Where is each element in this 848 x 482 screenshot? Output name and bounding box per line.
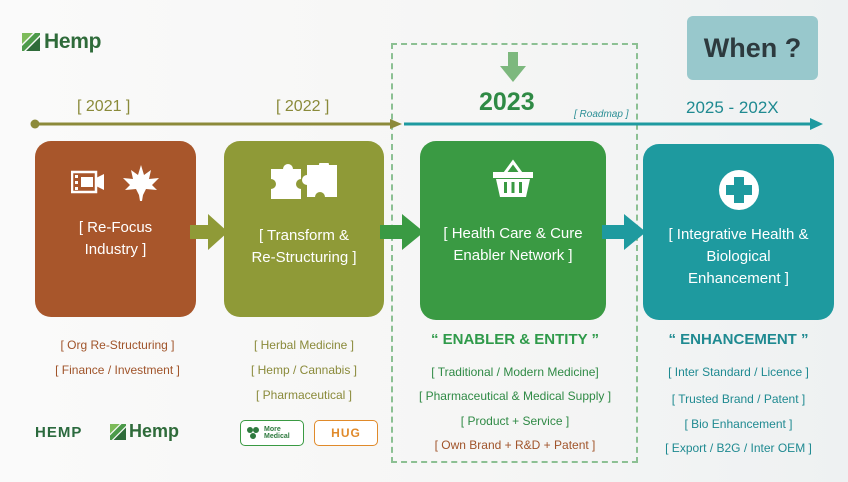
dots-icon <box>247 427 259 439</box>
card-integrative-health: [ Integrative Health & Biological Enhanc… <box>643 144 834 320</box>
timeline <box>30 118 823 130</box>
item-org-restructuring: [ Org Re-Structuring ] <box>60 338 175 352</box>
year-2025-202x: 2025 - 202X <box>686 98 779 117</box>
item-pharma-medical-supply: [ Pharmaceutical & Medical Supply ] <box>418 389 612 403</box>
item-own-brand-rd-patent: [ Own Brand + R&D + Patent ] <box>434 438 596 452</box>
medical-cross-icon <box>718 170 759 210</box>
when-text: When ? <box>703 32 802 63</box>
hug-logo: HUG <box>314 420 378 446</box>
item-bio-enhancement: [ Bio Enhancement ] <box>684 417 793 431</box>
heading-enhancement: “ ENHANCEMENT ” <box>668 331 809 348</box>
more-medical-logo: More Medical <box>240 420 304 446</box>
arrow-right-icon <box>380 214 424 250</box>
card-label: [ Re-Focus Industry ] <box>78 219 153 258</box>
item-pharmaceutical: [ Pharmaceutical ] <box>255 388 353 402</box>
hemp-wordmark-logo: HEMP <box>35 424 83 441</box>
roadmap-label: [ Roadmap ] <box>574 109 629 120</box>
card-label: [ Transform & Re-Structuring ] <box>251 227 357 266</box>
year-2023: 2023 <box>479 88 535 116</box>
hemp-logo-mark-icon <box>110 423 126 440</box>
arrow-right-icon <box>602 214 646 250</box>
heading-enabler-entity: “ ENABLER & ENTITY ” <box>430 331 600 348</box>
item-hemp-cannabis: [ Hemp / Cannabis ] <box>250 363 358 377</box>
hug-logo-text: HUG <box>331 426 361 440</box>
item-export-b2g-oem: [ Export / B2G / Inter OEM ] <box>665 441 812 455</box>
basket-icon <box>493 159 533 197</box>
item-trusted-brand-patent: [ Trusted Brand / Patent ] <box>671 392 806 406</box>
card-transform-restructuring: [ Transform & Re-Structuring ] <box>224 141 384 317</box>
down-arrow-icon <box>500 52 526 82</box>
item-inter-standard-licence: [ Inter Standard / Licence ] <box>668 365 809 379</box>
hemp-logo-small: Hemp <box>110 421 179 442</box>
when-box: When ? <box>687 16 818 80</box>
year-2022: [ 2022 ] <box>276 98 330 115</box>
card-label: [ Health Care & Cure Enabler Network ] <box>443 225 583 264</box>
year-2021: [ 2021 ] <box>77 98 131 115</box>
puzzle-icon <box>271 163 337 199</box>
card-refocus-industry: [ Re-Focus Industry ] <box>35 141 196 317</box>
item-finance-investment: [ Finance / Investment ] <box>55 363 180 377</box>
hemp-logo-small-text: Hemp <box>129 421 180 441</box>
highlight-2023-box <box>391 43 638 463</box>
hemp-logo: Hemp <box>22 30 101 54</box>
more-medical-text: More Medical <box>264 426 290 440</box>
card-health-care-enabler: [ Health Care & Cure Enabler Network ] <box>420 141 606 320</box>
item-product-service: [ Product + Service ] <box>460 414 570 428</box>
leaf-icon <box>122 165 159 201</box>
item-herbal-medicine: [ Herbal Medicine ] <box>253 338 355 352</box>
film-icon <box>70 170 104 194</box>
hemp-logo-mark-icon <box>22 33 40 51</box>
item-traditional-modern-medicine: [ Traditional / Modern Medicine] <box>431 365 599 379</box>
card-label: [ Integrative Health & Biological Enhanc… <box>668 226 809 287</box>
arrow-right-icon <box>190 214 228 250</box>
hemp-logo-text: Hemp <box>44 30 102 53</box>
